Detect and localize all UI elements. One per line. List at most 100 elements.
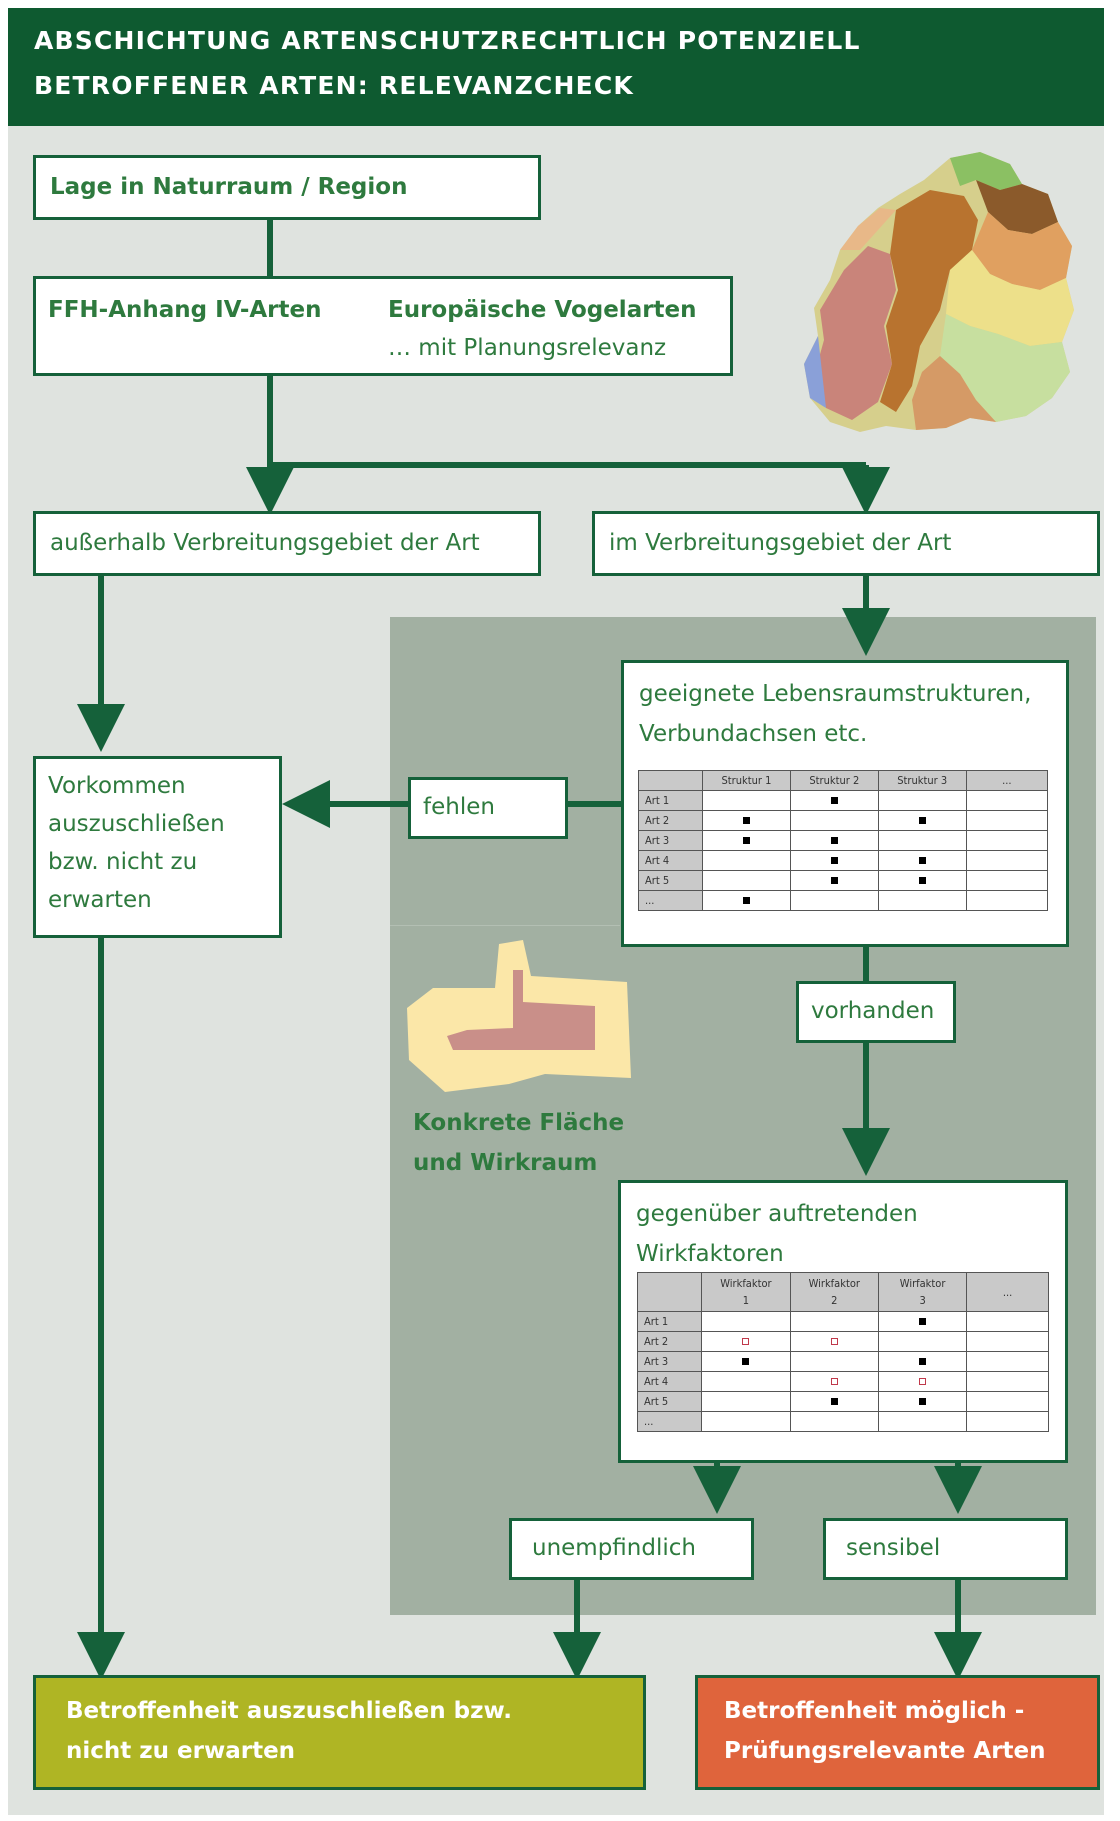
result-not-affected-l2: nicht zu erwarten bbox=[66, 1738, 296, 1764]
matrix-row: Art 5 bbox=[638, 870, 1049, 891]
matrix-header-line1: Wirkfaktor bbox=[808, 1277, 860, 1290]
title-banner: ABSCHICHTUNG ARTENSCHUTZRECHTLICH POTENZ… bbox=[8, 8, 1104, 126]
result-possibly-affected-l2: Prüfungsrelevante Arten bbox=[724, 1738, 1046, 1764]
matrix-row-label: Art 3 bbox=[636, 1351, 703, 1372]
result-not-affected: Betroffenheit auszuschließen bzw. nicht … bbox=[33, 1675, 646, 1790]
matrix-cell bbox=[701, 810, 791, 831]
matrix-cell bbox=[966, 1391, 1049, 1412]
matrix-cell bbox=[966, 1351, 1049, 1372]
edge-label-sensibel: sensibel bbox=[823, 1518, 1068, 1580]
filled-marker-icon bbox=[742, 837, 750, 844]
matrix-row: ... bbox=[638, 890, 1049, 911]
edge-label-sensibel-text: sensibel bbox=[846, 1535, 941, 1561]
matrix-cell bbox=[701, 1331, 791, 1352]
matrix-cell bbox=[966, 1411, 1049, 1432]
edge-label-unempfindlich-text: unempfindlich bbox=[532, 1535, 696, 1561]
matrix-cell bbox=[789, 850, 879, 871]
matrix-cell bbox=[966, 1311, 1049, 1332]
filled-marker-icon bbox=[918, 877, 926, 884]
node-vorkommen-l3: bzw. nicht zu bbox=[48, 849, 198, 875]
node-vorkommen-l4: erwarten bbox=[48, 887, 152, 913]
matrix-cell bbox=[789, 830, 879, 851]
panel-divider bbox=[390, 925, 620, 926]
matrix-cell bbox=[701, 1391, 791, 1412]
region-map-icon bbox=[804, 152, 1074, 432]
matrix-cell bbox=[877, 790, 967, 811]
result-possibly-affected: Betroffenheit möglich - Prüfungsrelevant… bbox=[695, 1675, 1100, 1790]
filled-marker-icon bbox=[830, 797, 838, 804]
matrix-row-label: ... bbox=[636, 1411, 703, 1432]
matrix-row: Art 1 bbox=[636, 1311, 1049, 1332]
matrix-header-line2: 1 bbox=[742, 1294, 750, 1307]
matrix-row: Art 4 bbox=[636, 1371, 1049, 1392]
node-vogel-sub: … mit Planungsrelevanz bbox=[388, 335, 667, 361]
matrix-cell bbox=[877, 1391, 968, 1412]
matrix-header-line1: Wirfaktor bbox=[899, 1277, 946, 1290]
filled-marker-icon bbox=[919, 1358, 927, 1365]
edge-label-vorhanden: vorhanden bbox=[796, 981, 956, 1043]
matrix-row-label: Art 1 bbox=[638, 790, 703, 811]
result-not-affected-l1: Betroffenheit auszuschließen bzw. bbox=[66, 1698, 513, 1724]
result-possibly-affected-l1: Betroffenheit möglich - bbox=[724, 1698, 1025, 1724]
matrix-cell bbox=[877, 830, 967, 851]
matrix-header-cell: ... bbox=[966, 1272, 1049, 1312]
matrix-cell bbox=[789, 790, 879, 811]
matrix-cell bbox=[965, 810, 1049, 831]
matrix-row-label: Art 5 bbox=[636, 1391, 703, 1412]
matrix-cell bbox=[877, 1351, 968, 1372]
node-lage-label: Lage in Naturraum / Region bbox=[50, 174, 408, 200]
matrix-cell bbox=[965, 790, 1049, 811]
matrix-row: Art 3 bbox=[636, 1351, 1049, 1372]
matrix-header-cell: ... bbox=[965, 770, 1049, 791]
matrix-cell bbox=[877, 1331, 968, 1352]
open-marker-icon bbox=[830, 1338, 838, 1345]
matrix-row-label: Art 2 bbox=[636, 1331, 703, 1352]
concrete-area-label-l2: und Wirkraum bbox=[413, 1150, 598, 1176]
matrix-cell bbox=[789, 870, 879, 891]
matrix-header-cell: Struktur 2 bbox=[789, 770, 879, 791]
filled-marker-icon bbox=[919, 1318, 927, 1325]
node-ffh-label: FFH-Anhang IV-Arten bbox=[48, 297, 322, 323]
filled-marker-icon bbox=[830, 877, 838, 884]
matrix-cell bbox=[966, 1331, 1049, 1352]
matrix-cell bbox=[789, 1331, 879, 1352]
matrix-row-label: Art 4 bbox=[636, 1371, 703, 1392]
matrix-header-cell: Struktur 3 bbox=[877, 770, 967, 791]
matrix-row: Art 3 bbox=[638, 830, 1049, 851]
matrix-row-label: ... bbox=[638, 890, 703, 911]
matrix-cell bbox=[701, 790, 791, 811]
node-wirk-l1: gegenüber auftretenden bbox=[636, 1201, 918, 1227]
node-vogel-label: Europäische Vogelarten bbox=[388, 297, 697, 323]
matrix-header-line1: ... bbox=[1002, 1285, 1013, 1299]
title-line-1: ABSCHICHTUNG ARTENSCHUTZRECHTLICH POTENZ… bbox=[34, 26, 861, 55]
matrix-cell bbox=[789, 1351, 879, 1372]
matrix-cell bbox=[789, 1371, 879, 1392]
matrix-cell bbox=[701, 890, 791, 911]
matrix-row: Art 4 bbox=[638, 850, 1049, 871]
matrix-row: ... bbox=[636, 1411, 1049, 1432]
filled-marker-icon bbox=[830, 837, 838, 844]
node-lage: Lage in Naturraum / Region bbox=[33, 155, 541, 220]
matrix-row-label: Art 1 bbox=[636, 1311, 703, 1332]
matrix-cell bbox=[701, 850, 791, 871]
matrix-cell bbox=[789, 1311, 879, 1332]
matrix-cell bbox=[877, 870, 967, 891]
matrix-row-label: Art 3 bbox=[638, 830, 703, 851]
matrix-cell bbox=[877, 890, 967, 911]
matrix-cell bbox=[877, 810, 967, 831]
matrix-row: Art 5 bbox=[636, 1391, 1049, 1412]
matrix-cell bbox=[701, 1351, 791, 1372]
filled-marker-icon bbox=[742, 1358, 750, 1365]
node-species-groups: FFH-Anhang IV-Arten Europäische Vogelart… bbox=[33, 276, 733, 376]
title-line-2: BETROFFENER ARTEN: RELEVANZCHECK bbox=[34, 71, 634, 100]
matrix-cell bbox=[789, 810, 879, 831]
open-marker-icon bbox=[742, 1338, 750, 1345]
matrix-cell bbox=[965, 870, 1049, 891]
node-lebensraum-l2: Verbundachsen etc. bbox=[639, 721, 868, 747]
filled-marker-icon bbox=[830, 1398, 838, 1405]
filled-marker-icon bbox=[918, 817, 926, 824]
node-im: im Verbreitungsgebiet der Art bbox=[592, 511, 1100, 576]
matrix-row: Art 2 bbox=[636, 1331, 1049, 1352]
